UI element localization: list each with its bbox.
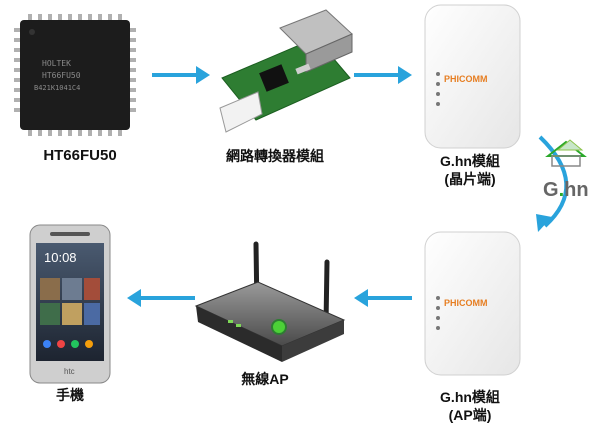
arrow-module-to-ghn xyxy=(354,66,412,84)
phone-brand: htc xyxy=(64,367,75,376)
phone-clock: 10:08 xyxy=(44,250,77,265)
ghn-chip-side-led xyxy=(436,82,440,86)
ghn-ap-side-led xyxy=(436,296,440,300)
network-module-label: 網路轉換器模組 xyxy=(226,148,324,164)
router-led xyxy=(228,320,233,323)
ghn-logo-prefix: G xyxy=(543,179,559,201)
ghn-ap-side-led xyxy=(436,306,440,310)
arrow-chip-to-module xyxy=(152,66,210,84)
router-front xyxy=(196,306,282,362)
phone-label: 手機 xyxy=(56,387,84,403)
phone-app-icon xyxy=(71,340,79,348)
phone-app-icon xyxy=(85,340,93,348)
pcb-ic xyxy=(259,64,289,92)
chip-node: HOLTEK HT66FU50 B421K1041C4 xyxy=(14,14,136,136)
arrow-ghn-to-ghn-curved xyxy=(536,135,569,232)
ghn-chip-side-label-line-1: G.hn模組 xyxy=(440,153,500,169)
ghn-chip-side-led xyxy=(436,102,440,106)
ghn-ap-side-label: G.hn模組 (AP端) xyxy=(410,388,530,424)
phone-app-icon xyxy=(57,340,65,348)
chip-label: HT66FU50 xyxy=(43,147,117,164)
ghn-chip-side-node: PHICOMM xyxy=(424,4,521,149)
ghn-chip-side-led xyxy=(436,92,440,96)
ghn-ap-side-node: PHICOMM xyxy=(424,231,521,376)
ghn-logo-suffix: hn xyxy=(564,179,589,201)
ghn-ap-side-label-line-2: (AP端) xyxy=(448,407,492,423)
ghn-logo-text: G.hn xyxy=(543,179,589,201)
chip-pins xyxy=(14,14,136,136)
ghn-ap-side-label-line-1: G.hn模組 xyxy=(440,389,500,405)
router-led xyxy=(236,324,241,327)
arrow-ghn-to-ap xyxy=(354,289,412,307)
wireless-ap-node xyxy=(194,241,346,362)
ghn-chip-side-brand: PHICOMM xyxy=(444,74,488,84)
network-module-node xyxy=(219,9,353,133)
phone-tile xyxy=(62,303,82,325)
ghn-ap-side-body xyxy=(424,231,521,376)
ghn-ap-side-led xyxy=(436,316,440,320)
ghn-ap-side-brand: PHICOMM xyxy=(444,298,488,308)
ghn-logo-house-icon xyxy=(545,139,587,167)
wireless-ap-label: 無線AP xyxy=(241,371,289,387)
ghn-logo-dot: . xyxy=(558,179,565,201)
phone-tile xyxy=(40,278,60,300)
arrow-ap-to-phone xyxy=(127,289,195,307)
chip-marking-line-3: B421K1041C4 xyxy=(34,84,80,92)
ghn-chip-side-body xyxy=(424,4,521,149)
chip-pin1-dot xyxy=(29,29,35,35)
chip-marking-line-2: HT66FU50 xyxy=(42,71,81,80)
phone-tile xyxy=(84,278,100,300)
chip-body xyxy=(20,20,130,130)
phone-app-icon xyxy=(43,340,51,348)
ghn-ap-side-led xyxy=(436,326,440,330)
phone-tile xyxy=(40,303,60,325)
chip-marking-line-1: HOLTEK xyxy=(42,59,71,68)
router-side xyxy=(282,320,344,362)
router-power-button xyxy=(271,319,287,335)
pin-header xyxy=(219,91,263,133)
phone-node: 10:08 htc xyxy=(29,224,111,384)
phone-tile xyxy=(84,303,100,325)
ghn-chip-side-label: G.hn模組 (晶片端) xyxy=(410,152,530,188)
ghn-chip-side-label-line-2: (晶片端) xyxy=(444,171,496,187)
phone-speaker xyxy=(50,232,90,236)
phone-tile xyxy=(62,278,82,300)
pcb-crystal xyxy=(295,63,311,75)
ghn-chip-side-led xyxy=(436,72,440,76)
